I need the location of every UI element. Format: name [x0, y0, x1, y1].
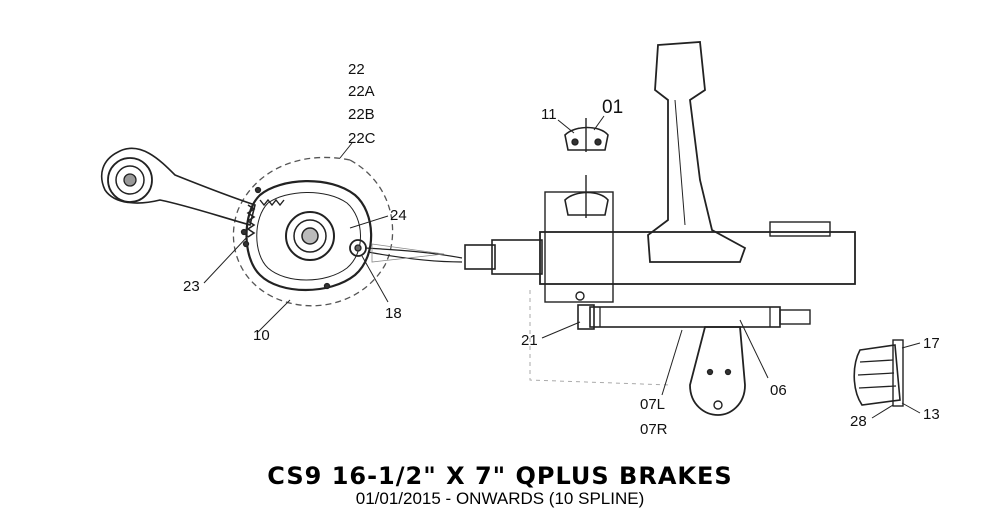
- callout-18: 18: [385, 305, 402, 322]
- bump-stop-plate: [892, 339, 904, 407]
- hanger-bracket-inner: [674, 99, 686, 226]
- callout-22: 22: [348, 61, 365, 78]
- brake-wire-grommet: [371, 243, 445, 263]
- leader-lines-left: [203, 142, 389, 333]
- arm-bushing-mid: [115, 165, 145, 195]
- axle-tube: [539, 231, 856, 285]
- callout-24: 24: [390, 207, 407, 224]
- brake-wire: [367, 251, 463, 263]
- end-bracket: [769, 221, 831, 237]
- drop-link-hole: [724, 368, 732, 376]
- callout-23: 23: [183, 278, 200, 295]
- spline-end: [779, 309, 811, 325]
- clamp-bolt: [575, 291, 585, 301]
- callout-17: 17: [923, 335, 940, 352]
- callout-13: 13: [923, 406, 940, 423]
- spindle-stub: [464, 244, 496, 270]
- leader-lines-center: [541, 115, 769, 396]
- bolt-clip-hole: [571, 138, 579, 146]
- adjuster-spring: [246, 204, 256, 238]
- hardware-dot: [254, 186, 262, 194]
- suspension-arm: [101, 147, 256, 226]
- clamp-bracket: [577, 304, 595, 330]
- backing-plate-outline: [232, 156, 394, 307]
- callout-07l: 07L: [640, 396, 666, 413]
- drop-link-hole: [706, 368, 714, 376]
- arm-bushing-outer: [107, 157, 153, 203]
- arm-body: [101, 147, 256, 226]
- callout-10: 10: [253, 327, 270, 344]
- bracket-clip: [564, 191, 609, 216]
- callout-22b: 22B: [348, 106, 375, 123]
- hardware-dot: [240, 228, 248, 236]
- brake-wire: [364, 247, 463, 259]
- callout-28: 28: [850, 413, 867, 430]
- callout-21: 21: [521, 332, 538, 349]
- hardware-dot: [323, 282, 331, 290]
- brake-shoe-ring: [245, 180, 373, 291]
- callout-07r: 07R: [640, 421, 668, 438]
- callout-22c: 22C: [348, 130, 376, 147]
- callout-06: 06: [770, 382, 787, 399]
- bolt-clip: [564, 126, 609, 151]
- drop-link: [689, 326, 746, 416]
- torsion-bar: [589, 306, 781, 328]
- drop-link-hole: [713, 400, 723, 410]
- brake-shoe-inner: [256, 192, 361, 281]
- return-spring: [259, 198, 285, 207]
- callout-11: 11: [541, 106, 557, 123]
- hub-center-mid: [293, 219, 327, 253]
- reference-line: [529, 290, 671, 386]
- hub-center-outer: [285, 211, 335, 261]
- callout-22a: 22A: [348, 83, 375, 100]
- hub-center-inner: [301, 227, 319, 245]
- brake-assembly: [232, 156, 463, 307]
- magnet-actuator-inner: [354, 244, 362, 252]
- arm-bushing-inner: [123, 173, 137, 187]
- page-title: CS9 16-1/2" X 7" QPLUS BRAKES: [267, 462, 733, 490]
- callout-01: 01: [602, 97, 624, 118]
- leader-lines-right: [871, 342, 921, 419]
- bump-stop: [853, 339, 904, 407]
- mount-plate: [544, 191, 614, 303]
- bolt-clip-hole: [594, 138, 602, 146]
- axle-assembly: [464, 41, 856, 416]
- page-subtitle: 01/01/2015 - ONWARDS (10 SPLINE): [355, 489, 645, 508]
- spindle-step: [491, 239, 543, 275]
- hanger-bracket: [647, 41, 747, 263]
- hardware-dot: [242, 240, 250, 248]
